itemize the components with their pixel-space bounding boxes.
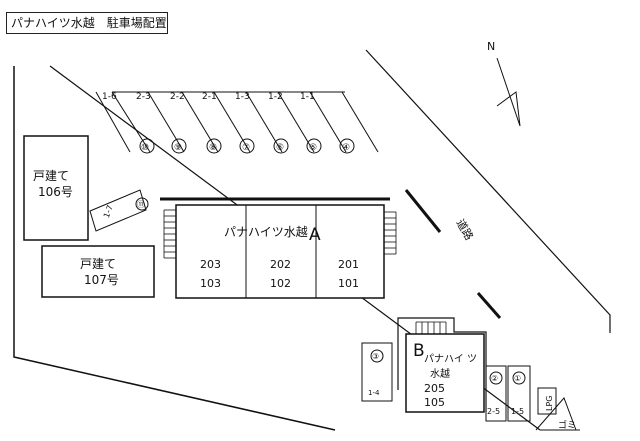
parking-top-stalls: 1-6 2-3 2-2 2-1 1-3 1-2 1-1 ⑩ ⑨ ⑧ ⑦ ⑥ ⑤ … xyxy=(95,91,379,154)
svg-text:1-4: 1-4 xyxy=(368,389,380,397)
garbage-area: ゴミ xyxy=(535,397,580,431)
parking-slots-2-1: ② ① 2-5 1-5 xyxy=(485,365,531,422)
site-boundary xyxy=(13,66,336,431)
building-a: パナハイツ水越 A 203 103 202 102 201 101 xyxy=(160,197,397,299)
svg-text:202: 202 xyxy=(270,258,291,271)
stall-number: ⑧ xyxy=(209,143,217,153)
detached-house-107: 戸建て 107号 xyxy=(41,245,155,298)
building-b: B パナハイ ツ 水越 205 105 xyxy=(397,317,487,413)
svg-text:LPG: LPG xyxy=(545,396,554,411)
svg-text:107号: 107号 xyxy=(84,273,119,287)
svg-text:B: B xyxy=(413,341,425,361)
detached-house-106: 戸建て 106号 xyxy=(23,135,89,241)
svg-text:ゴミ: ゴミ xyxy=(558,419,576,431)
stall-label: 1-6 xyxy=(102,92,117,102)
svg-text:203: 203 xyxy=(200,258,221,271)
road-edge-right xyxy=(365,49,611,333)
svg-text:③: ③ xyxy=(372,352,379,361)
parking-slot-11: 1-7 ⑪ xyxy=(89,189,149,232)
svg-text:戸建て: 戸建て xyxy=(80,257,116,271)
svg-text:⑪: ⑪ xyxy=(137,200,145,209)
page-title: パナハイツ水越 駐車場配置図 xyxy=(6,12,168,34)
stall-label: 2-3 xyxy=(136,92,151,102)
svg-text:103: 103 xyxy=(200,277,221,290)
svg-text:105: 105 xyxy=(424,396,445,409)
svg-text:A: A xyxy=(309,225,321,245)
stall-number: ④ xyxy=(342,143,350,153)
lpg-tank: LPG xyxy=(537,387,557,415)
stall-number: ⑦ xyxy=(242,143,250,153)
stall-label: 2-2 xyxy=(170,92,185,102)
svg-text:N: N xyxy=(487,40,495,53)
road-label: 道路 xyxy=(453,217,476,243)
stall-number: ⑨ xyxy=(174,143,182,153)
svg-text:②: ② xyxy=(491,374,498,383)
stall-label: 2-1 xyxy=(202,92,217,102)
stall-label: 1-3 xyxy=(235,92,250,102)
svg-text:102: 102 xyxy=(270,277,291,290)
svg-text:106号: 106号 xyxy=(38,185,73,199)
svg-text:205: 205 xyxy=(424,382,445,395)
parking-slot-3: ③ 1-4 xyxy=(361,342,393,402)
svg-text:201: 201 xyxy=(338,258,359,271)
north-arrow-icon: N xyxy=(487,40,521,127)
svg-text:101: 101 xyxy=(338,277,359,290)
svg-text:戸建て: 戸建て xyxy=(33,169,69,183)
svg-text:水越: 水越 xyxy=(430,367,450,380)
svg-text:パナハイ ツ: パナハイ ツ xyxy=(424,353,477,365)
svg-text:パナハイツ水越: パナハイツ水越 xyxy=(224,225,308,239)
stall-label: 1-1 xyxy=(300,92,315,102)
stall-number: ⑤ xyxy=(309,143,317,153)
svg-text:1-7: 1-7 xyxy=(102,204,115,219)
svg-text:2-5: 2-5 xyxy=(487,407,500,416)
stall-label: 1-2 xyxy=(268,92,283,102)
svg-text:1-5: 1-5 xyxy=(511,407,524,416)
stall-number: ⑩ xyxy=(141,143,149,153)
stall-number: ⑥ xyxy=(276,143,284,153)
svg-text:①: ① xyxy=(514,374,521,383)
